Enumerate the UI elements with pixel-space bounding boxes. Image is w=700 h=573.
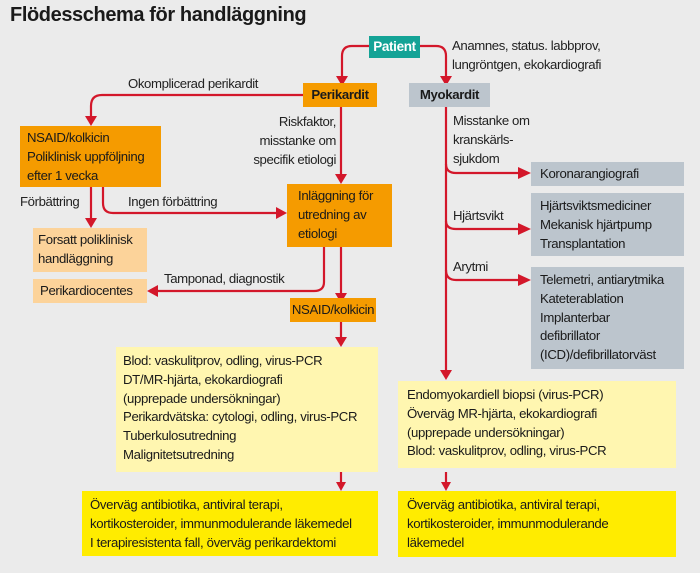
arrow-patient-to-myokardit bbox=[420, 44, 448, 78]
node-peri-investigation: Blod: vaskulitprov, odling, virus-PCR DT… bbox=[116, 347, 378, 472]
arrowhead bbox=[518, 223, 531, 235]
arrowhead bbox=[335, 337, 347, 347]
node-pericardiocentesis: Perikardiocentes bbox=[33, 279, 147, 303]
page-title: Flödesschema för handläggning bbox=[10, 4, 307, 26]
label-arrhythmia: Arytmi bbox=[453, 259, 488, 274]
arrowhead bbox=[276, 207, 287, 219]
arrowhead bbox=[85, 116, 97, 126]
label-suspected-cad: Misstanke om kranskärls- sjukdom bbox=[453, 113, 530, 166]
node-patient: Patient bbox=[369, 36, 420, 58]
arrowhead bbox=[335, 174, 347, 184]
node-nsaid-inpatient: NSAID/kolkicin bbox=[290, 298, 376, 322]
node-myo-investigation: Endomyokardiell biopsi (virus-PCR) Överv… bbox=[398, 381, 676, 468]
node-heart-failure-treatment: Hjärtsviktsmediciner Mekanisk hjärtpump … bbox=[531, 193, 684, 256]
arrowhead bbox=[440, 370, 452, 380]
label-improvement: Förbättring bbox=[20, 194, 80, 209]
arrowhead bbox=[85, 218, 97, 228]
node-admission: Inläggning för utredning av etiologi bbox=[287, 184, 392, 247]
node-nsaid-outpatient: NSAID/kolkicin Poliklinisk uppföljning e… bbox=[20, 126, 161, 187]
label-patient-workup: Anamnes, status. labbprov, lungröntgen, … bbox=[452, 38, 602, 72]
arrowhead bbox=[147, 285, 158, 297]
label-tamponade: Tamponad, diagnostik bbox=[164, 271, 285, 286]
node-myo-treatment: Överväg antibiotika, antiviral terapi, k… bbox=[398, 491, 676, 557]
node-peri-treatment: Överväg antibiotika, antiviral terapi, k… bbox=[82, 491, 378, 556]
label-heart-failure: Hjärtsvikt bbox=[453, 208, 504, 223]
node-arrhythmia-treatment: Telemetri, antiarytmika Kateterablation … bbox=[531, 267, 684, 369]
label-risk-factor: Riskfaktor, misstanke om specifik etiolo… bbox=[253, 114, 336, 167]
node-perikardit: Perikardit bbox=[303, 83, 377, 107]
node-myokardit: Myokardit bbox=[409, 83, 490, 107]
label-uncomplicated: Okomplicerad perikardit bbox=[128, 76, 259, 91]
arrow-patient-to-perikardit bbox=[340, 44, 370, 78]
node-continued-outpatient: Forsatt poliklinisk handläggning bbox=[33, 228, 147, 272]
arrowhead bbox=[336, 482, 346, 491]
label-no-improvement: Ingen förbättring bbox=[128, 194, 218, 209]
arrowhead bbox=[518, 167, 531, 179]
arrowhead bbox=[441, 482, 451, 491]
arrowhead bbox=[518, 274, 531, 286]
node-koronarangiografi: Koronarangiografi bbox=[531, 162, 684, 186]
